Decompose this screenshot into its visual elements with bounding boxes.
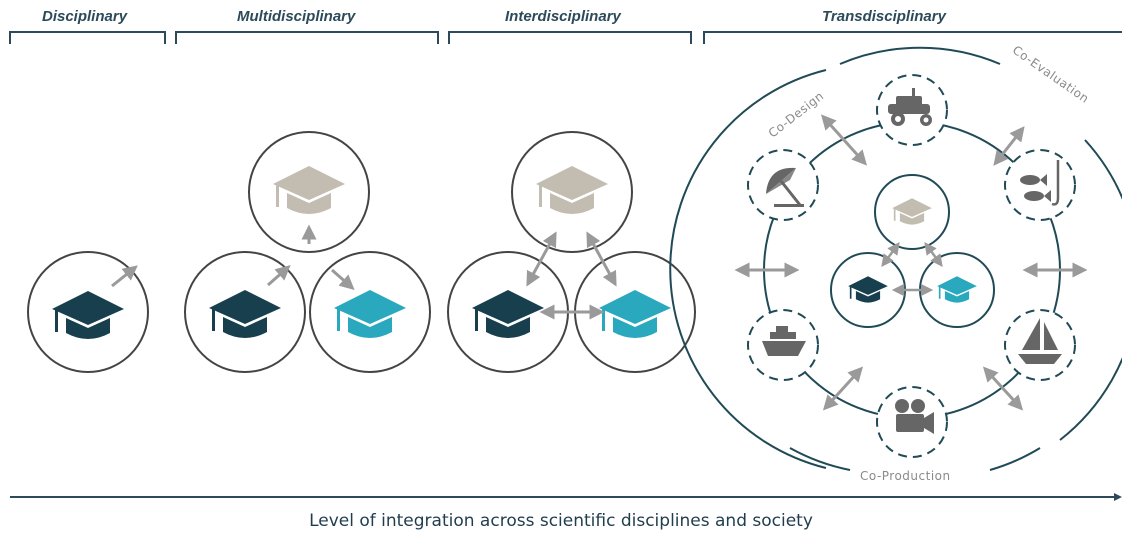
tractor-icon (888, 88, 932, 126)
umbrella-icon (766, 167, 804, 207)
discipline-circle (27, 251, 149, 373)
discipline-circle (248, 131, 370, 253)
graduation-cap-icon (599, 290, 671, 338)
transdisciplinary-group: Co-Design Co-Evaluation Co-Production (669, 43, 1122, 483)
label-co-production: Co-Production (860, 469, 951, 483)
graduation-cap-icon (472, 290, 544, 338)
header-brackets (9, 31, 1122, 44)
arrow (822, 366, 864, 411)
graduation-cap-icon (209, 290, 281, 338)
graduation-cap-icon (937, 276, 977, 303)
bracket-disciplinary (9, 31, 166, 44)
arrow (982, 366, 1024, 411)
axis-arrowhead (1114, 493, 1122, 501)
arrow (526, 231, 557, 287)
arrow (993, 126, 1025, 166)
outer-arc-top (839, 46, 1001, 65)
arrow (924, 241, 943, 268)
header-multidisciplinary: Multidisciplinary (237, 8, 356, 25)
interdisciplinary-group (447, 131, 696, 373)
outer-arc-left (669, 69, 827, 469)
ship-icon (762, 326, 806, 356)
graduation-cap-icon (334, 290, 406, 338)
label-co-design: Co-Design (766, 89, 827, 141)
header-disciplinary: Disciplinary (42, 8, 128, 25)
graduation-cap-icon (892, 198, 932, 225)
graduation-cap-icon (273, 166, 345, 214)
discipline-circle (511, 131, 633, 253)
arrow (331, 268, 355, 290)
fishing-icon (1020, 160, 1060, 206)
bracket-multidisciplinary (175, 31, 439, 44)
arrow (820, 114, 868, 166)
multidisciplinary-group (184, 131, 431, 373)
outer-arc-bottom-right (989, 447, 1041, 471)
header-interdisciplinary: Interdisciplinary (505, 8, 621, 25)
outer-arc-right (1059, 139, 1122, 441)
discipline-circle (309, 251, 431, 373)
stakeholder-circle-fishing (1004, 149, 1076, 221)
disciplinary-group (27, 251, 149, 373)
arrow (881, 241, 900, 268)
graduation-cap-icon (536, 166, 608, 214)
footer-caption: Level of integration across scientific d… (309, 511, 813, 531)
outer-arc-bottom (789, 447, 851, 471)
sailboat-icon (1018, 318, 1062, 364)
bracket-interdisciplinary (448, 31, 692, 44)
discipline-circle (184, 251, 306, 373)
graduation-cap-icon (848, 276, 888, 303)
discipline-circle (874, 174, 950, 250)
label-co-evaluation: Co-Evaluation (1010, 43, 1092, 106)
graduation-cap-icon (52, 291, 124, 339)
arrow (267, 265, 291, 287)
camera-icon (895, 399, 934, 434)
arrow (586, 231, 617, 287)
header-transdisciplinary: Transdisciplinary (822, 8, 946, 25)
arrow (111, 265, 138, 288)
bracket-transdisciplinary (703, 31, 1122, 44)
